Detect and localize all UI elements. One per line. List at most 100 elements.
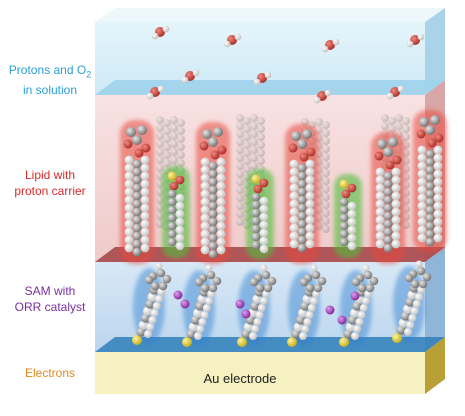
hydrogen-atom [417, 217, 427, 227]
carbon-atom [243, 141, 251, 149]
hydrogen-atom [362, 264, 370, 272]
hydrogen-atom [259, 196, 269, 206]
hydrogen-atom [146, 323, 155, 331]
hydrogen-atom [175, 217, 185, 227]
hydrogen-atom [175, 241, 185, 251]
carbon-atom [383, 211, 393, 221]
carbon-atom [425, 205, 435, 215]
catalyst-ion-icon [337, 315, 347, 325]
hydrogen-atom [124, 227, 134, 237]
carbon-atom [208, 193, 218, 203]
hydrogen-atom [181, 76, 189, 84]
carbon-atom [322, 145, 330, 153]
carbon-atom [170, 116, 178, 124]
hydrogen-atom [417, 185, 427, 195]
carbon-atom [297, 243, 307, 253]
hydrogen-atom [362, 297, 370, 305]
carbon-atom [305, 283, 315, 293]
hydrogen-atom [359, 304, 368, 312]
hydrogen-atom [259, 228, 269, 238]
hydrogen-atom [305, 199, 315, 209]
hydrogen-atom [305, 311, 314, 319]
lipid-molecules [120, 110, 447, 264]
hydrogen-atom [433, 153, 443, 163]
carbon-atom [351, 277, 361, 287]
hydrogen-atom [417, 169, 427, 179]
carbon-atom [404, 273, 414, 283]
carbon-atom [243, 117, 251, 125]
hydrogen-atom [216, 213, 226, 223]
carbon-atom [263, 283, 273, 293]
hydrogen-atom [216, 173, 226, 183]
hydrogen-atom [391, 239, 401, 249]
carbon-atom [425, 181, 435, 191]
carbon-atom [297, 171, 307, 181]
hydrogen-atom [417, 153, 427, 163]
carbon-atom [322, 201, 330, 209]
water-molecule-icon [181, 69, 200, 84]
hydrogen-atom [375, 231, 385, 241]
hydrogen-atom [355, 318, 364, 326]
hydrogen-atom [200, 181, 210, 191]
oxygen-atom [217, 145, 227, 155]
water-molecule-icon [223, 33, 242, 48]
oxygen-atom [134, 148, 144, 158]
carbon-atom [132, 183, 142, 193]
carbon-atom [291, 131, 301, 141]
hydrogen-atom [289, 207, 299, 217]
carbon-atom [405, 297, 415, 307]
carbon-atom [140, 313, 150, 323]
hydrogen-atom [124, 171, 134, 181]
carbon-atom [257, 141, 265, 149]
carbon-atom [425, 221, 435, 231]
hydrogen-atom [417, 145, 427, 155]
carbon-atom [291, 329, 301, 339]
carbon-atom [255, 283, 265, 293]
sulfur-atom [339, 179, 349, 189]
carbon-atom [208, 209, 218, 219]
catalyst-atom [241, 309, 251, 319]
catalyst-ion-icon [180, 299, 190, 309]
carbon-atom [132, 199, 142, 209]
hydrogen-atom [350, 308, 360, 318]
carbon-atom [156, 132, 164, 140]
carbon-atom [381, 114, 389, 122]
catalyst-atom [173, 290, 183, 300]
hydrogen-atom [175, 201, 185, 211]
hydrogen-atom [289, 215, 299, 225]
hydrogen-atom [324, 89, 332, 97]
carbon-atom [425, 125, 435, 135]
sulfur-atom [392, 333, 402, 343]
carbon-atom [416, 266, 426, 276]
hydrogen-atom [200, 157, 210, 167]
hydrogen-atom [305, 183, 315, 193]
hydrogen-atom [417, 193, 427, 203]
proton-carrier-icon [162, 166, 190, 258]
carbon-atom [365, 283, 375, 293]
hydrogen-atom [200, 213, 210, 223]
carbon-atom [163, 127, 171, 135]
carbon-atom [322, 153, 330, 161]
hydrogen-atom [410, 307, 419, 315]
protons-label: Protons and O2 in solution [2, 62, 98, 98]
carbon-atom [243, 133, 251, 141]
hydrogen-atom [200, 221, 210, 231]
carbon-atom [132, 247, 142, 257]
lipid-molecule-icon [285, 124, 319, 264]
au-electrode-label: Au electrode [203, 371, 277, 386]
catalyst-ion-icon [325, 305, 335, 315]
lipid-molecule-icon [120, 120, 154, 264]
carbon-atom [170, 124, 178, 132]
carbon-atom [236, 154, 244, 162]
water-molecule-icon [313, 89, 332, 104]
carbon-atom [208, 185, 218, 195]
carbon-atom [208, 233, 218, 243]
oxygen-atom [385, 160, 395, 170]
hydrogen-atom [140, 203, 150, 213]
hydrogen-atom [391, 175, 401, 185]
hydrogen-atom [303, 318, 312, 326]
carbon-atom [317, 276, 327, 286]
oxygen-atom [199, 141, 209, 151]
carbon-atom [388, 125, 396, 133]
hydrogen-atom [200, 229, 210, 239]
